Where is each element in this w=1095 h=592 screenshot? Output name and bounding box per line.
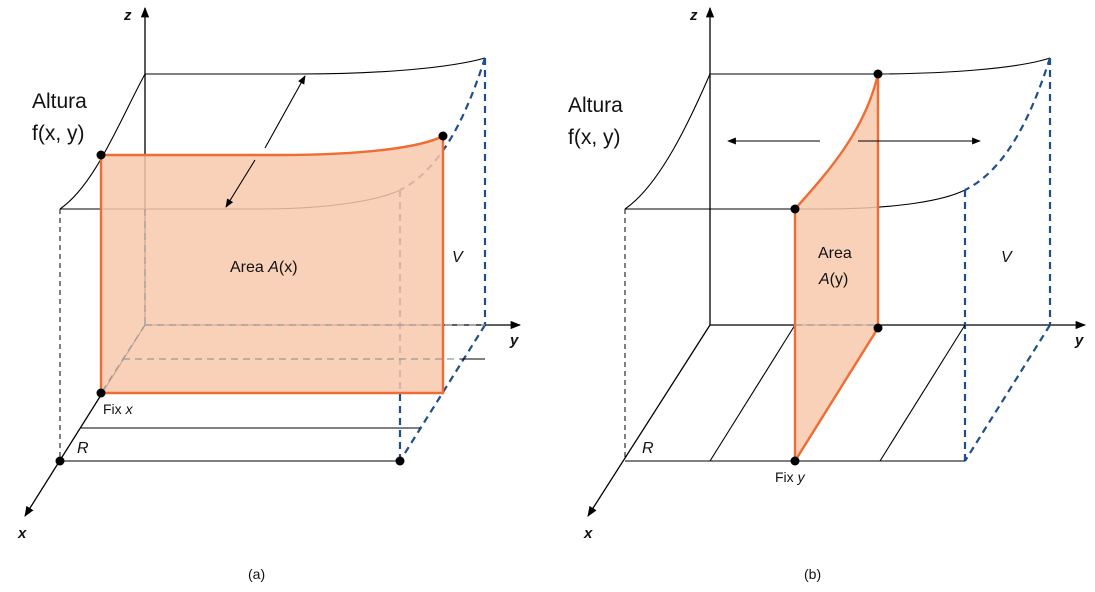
back-top-edge-b (710, 57, 1051, 75)
right-floor-edge-a (399, 324, 486, 462)
floor-strip-2-b (879, 324, 966, 462)
dot-top-b (873, 69, 883, 79)
dot-top-left-a (96, 150, 106, 160)
fix-label-b: Fix y (775, 469, 806, 485)
dot-floor-left-a (55, 456, 65, 466)
y-label-a: y (509, 332, 519, 349)
dot-bottom-left-a (96, 388, 106, 398)
fix-label-a: Fix x (103, 401, 134, 417)
left-surface-edge-b (624, 73, 711, 210)
dot-floor-right-a (395, 456, 405, 466)
area-label-a: Area A(x) (230, 259, 298, 276)
volume-label-b: V (1001, 249, 1013, 266)
back-top-edge-a (145, 57, 486, 75)
volume-label-a: V (452, 249, 464, 266)
height-label-line1-a: Altura (32, 90, 87, 113)
height-label-line2-a: f(x, y) (32, 122, 85, 145)
area-slice-b (793, 73, 880, 466)
dot-left-b (790, 204, 800, 214)
right-surface-edge-b (964, 57, 1052, 191)
caption-a: (a) (248, 566, 265, 582)
panel-b: z y x Altura f(x, y) Area A(y) V R Fix y… (568, 6, 1087, 582)
x-label-a: x (17, 525, 27, 542)
z-label-b: z (689, 7, 698, 24)
arrow-back-a (264, 75, 306, 149)
height-label-line1-b: Altura (568, 94, 623, 117)
caption-b: (b) (804, 566, 821, 582)
dot-floor-front-b (790, 456, 800, 466)
right-floor-edge-b (964, 324, 1051, 462)
dot-floor-back-b (873, 323, 883, 333)
area-label-line2-b: A(y) (818, 271, 848, 288)
area-label-line1-b: Area (818, 245, 852, 262)
region-label-a: R (77, 440, 89, 457)
panel-a: z y x Altura f(x, y) Area A(x) V R Fix x… (17, 6, 522, 582)
x-label-b: x (583, 525, 593, 542)
arrow-front-a (225, 159, 256, 208)
x-axis-b (587, 324, 711, 517)
region-label-b: R (642, 440, 654, 457)
dot-top-right-a (438, 131, 448, 141)
y-label-b: y (1074, 332, 1084, 349)
z-label-a: z (123, 7, 132, 24)
left-surface-edge-a (59, 73, 146, 210)
height-label-line2-b: f(x, y) (568, 126, 621, 149)
floor-strip-1-b (709, 324, 796, 462)
